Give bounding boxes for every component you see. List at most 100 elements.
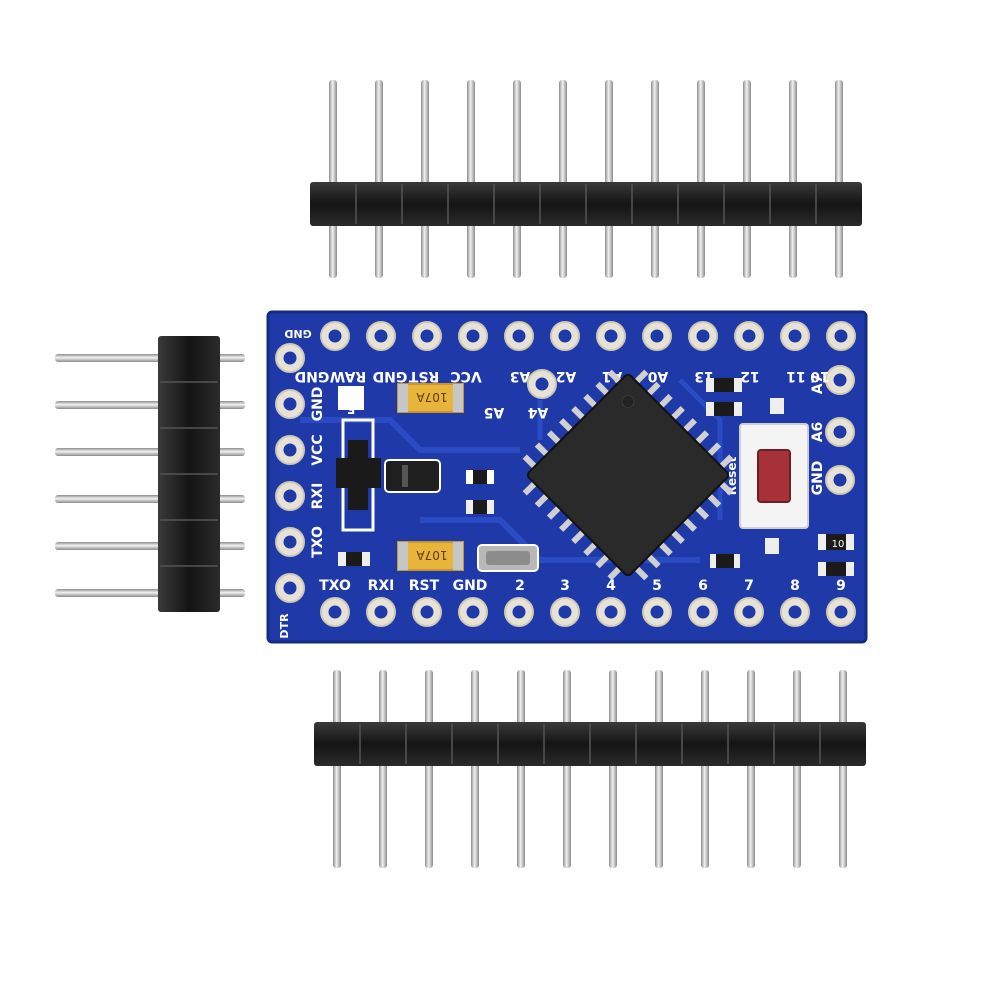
label-a5: A5 <box>484 404 505 420</box>
pcb-pad-hole <box>834 605 848 619</box>
pcb-pad-hole <box>696 329 710 343</box>
bottom-header-pin <box>747 670 755 868</box>
pcb-pad-hole <box>512 605 526 619</box>
pcb-board: GNDRAWGNDRSTVCCA3A2A1A013121110TXORXIRST… <box>266 310 868 644</box>
label-bottom-7: 7 <box>744 578 754 594</box>
label-bottom-3: 3 <box>560 578 570 594</box>
pcb-pad-hole <box>535 377 549 391</box>
pcb-pad-hole <box>283 489 297 503</box>
label-top-gnd: GND <box>373 368 408 384</box>
label-corner-dtr: DTR <box>278 613 291 639</box>
pcb-pad-hole <box>512 329 526 343</box>
pcb-pad-hole <box>283 351 297 365</box>
label-right-a7: A7 <box>810 374 826 395</box>
pad-layer <box>275 321 856 627</box>
top-header-pin <box>605 80 613 278</box>
bottom-header-pin <box>701 670 709 868</box>
label-left-vcc: VCC <box>310 434 326 465</box>
pcb-pad-hole <box>558 605 572 619</box>
label-top-11: 11 <box>786 368 805 384</box>
side-pin-header <box>55 336 245 612</box>
top-header-pin <box>835 80 843 278</box>
microcontroller-chip <box>522 369 734 581</box>
pcb-pad-hole <box>328 605 342 619</box>
top-header-pin <box>743 80 751 278</box>
pcb-pad-hole <box>420 605 434 619</box>
label-bottom-2: 2 <box>515 578 525 594</box>
label-right-gnd: GND <box>810 461 826 496</box>
pcb-pad-hole <box>788 605 802 619</box>
pcb-pad-hole <box>696 605 710 619</box>
bottom-header-pin <box>793 670 801 868</box>
pcb-pad-hole <box>374 605 388 619</box>
label-bottom-rst: RST <box>409 578 440 594</box>
top-header-pin <box>651 80 659 278</box>
pcb-pad-hole <box>283 397 297 411</box>
label-top-10: 10 <box>810 368 830 384</box>
pcb-pad-hole <box>558 329 572 343</box>
bottom-header-pin <box>839 670 847 868</box>
pcb-pad-hole <box>604 329 618 343</box>
bottom-header-pin <box>655 670 663 868</box>
label-bottom-txo: TXO <box>319 578 351 594</box>
pcb-pad-hole <box>283 535 297 549</box>
top-header-pin <box>375 80 383 278</box>
label-bottom-9: 9 <box>836 578 846 594</box>
top-header-pin <box>421 80 429 278</box>
pcb-pad-hole <box>742 605 756 619</box>
pcb-pad-hole <box>833 473 847 487</box>
label-left-rxi: RXI <box>310 483 326 510</box>
crystal-oscillator <box>477 544 539 572</box>
pcb-pad-hole <box>466 329 480 343</box>
capacitor-top-text: 107A <box>416 390 448 404</box>
label-bottom-gnd: GND <box>453 578 488 594</box>
pcb-pad-hole <box>833 373 847 387</box>
label-right-a6: A6 <box>810 422 826 443</box>
bottom-header-pin <box>563 670 571 868</box>
pcb-trace <box>678 378 723 520</box>
top-header-pin <box>329 80 337 278</box>
pcb-pad-hole <box>834 329 848 343</box>
pcb-pad-hole <box>283 581 297 595</box>
pcb-pad-hole <box>283 443 297 457</box>
reset-button[interactable] <box>739 423 809 529</box>
pcb-pad-hole <box>833 425 847 439</box>
bottom-header-pin <box>425 670 433 868</box>
capacitor-bottom: 107A <box>397 541 464 571</box>
label-top-a3: A3 <box>510 368 531 384</box>
voltage-regulator <box>336 418 381 532</box>
label-bottom-6: 6 <box>698 578 708 594</box>
pcb-pad-hole <box>650 329 664 343</box>
label-top-rst: RST <box>408 368 439 384</box>
smd-components: 10 <box>338 378 854 576</box>
label-top-raw: RAW <box>330 368 366 384</box>
bottom-header-pin <box>517 670 525 868</box>
label-reset: Reset <box>725 457 739 496</box>
capacitor-bottom-text: 107A <box>416 548 448 562</box>
cap-marker-box <box>338 386 364 410</box>
pcb-pad-hole <box>420 329 434 343</box>
label-left-txo: TXO <box>310 526 326 558</box>
silkscreen-layer: GNDRAWGNDRSTVCCA3A2A1A013121110TXORXIRST… <box>278 327 846 639</box>
label-top-gnd: GND <box>295 368 330 384</box>
bottom-header-pin <box>333 670 341 868</box>
top-header-pin <box>559 80 567 278</box>
pcb-pad-hole <box>788 329 802 343</box>
bottom-header-pin <box>379 670 387 868</box>
pcb-pad-hole <box>742 329 756 343</box>
bottom-pin-header <box>314 670 866 868</box>
diode <box>384 459 441 493</box>
label-corner-gnd: GND <box>284 327 311 340</box>
label-top-12: 12 <box>740 368 759 384</box>
pcb-pad-hole <box>374 329 388 343</box>
label-top-vcc: VCC <box>450 368 481 384</box>
label-left-gnd: GND <box>310 387 326 422</box>
label-bottom-4: 4 <box>606 578 616 594</box>
label-bottom-5: 5 <box>652 578 662 594</box>
label-a4: A4 <box>527 404 548 420</box>
top-header-pin <box>467 80 475 278</box>
top-header-pin <box>513 80 521 278</box>
top-pin-header <box>310 80 862 278</box>
label-bottom-8: 8 <box>790 578 800 594</box>
